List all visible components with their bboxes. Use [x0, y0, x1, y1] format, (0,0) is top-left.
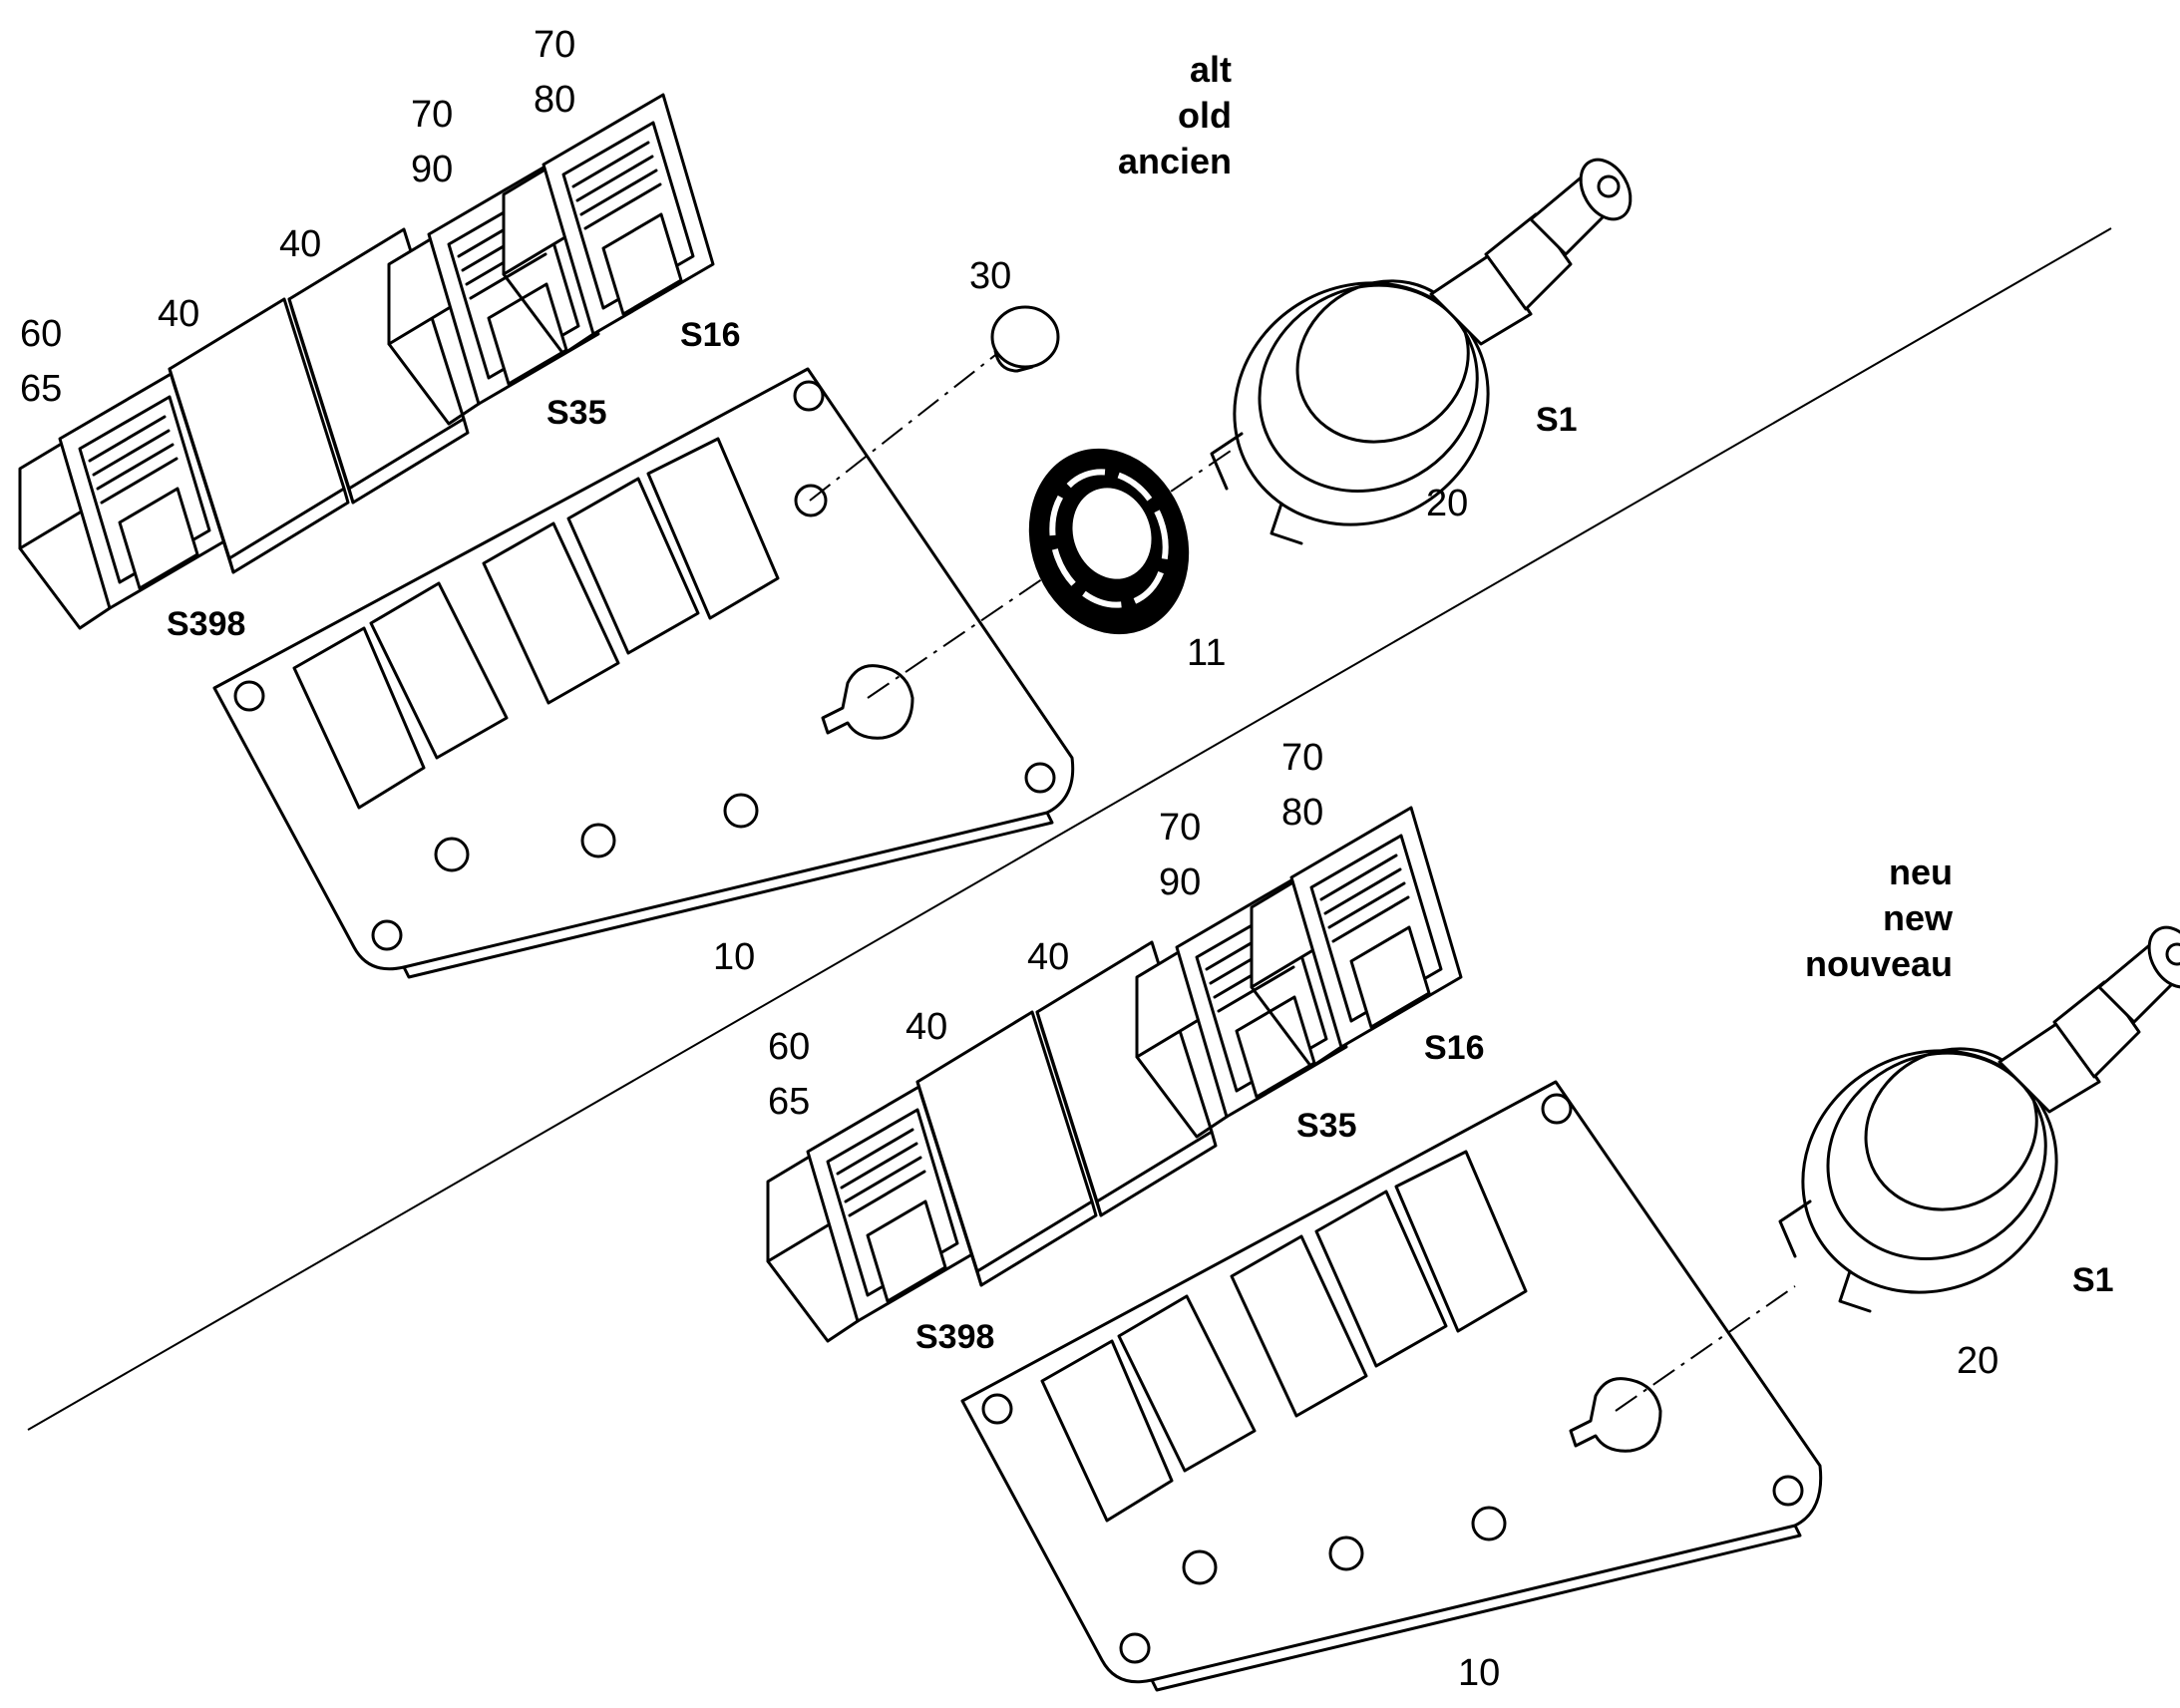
divider-line [27, 227, 2112, 1431]
new-s398-pos1: 60 [768, 1026, 810, 1068]
old-plug-label: 30 [969, 255, 1011, 297]
new-keyswitch-label: 20 [1957, 1340, 1998, 1382]
old-blank-40a-label: 40 [158, 293, 199, 335]
new-s16-pos1: 70 [1281, 737, 1323, 779]
new-variant-line2: new [1883, 897, 1954, 938]
new-s35-pos1: 70 [1159, 807, 1201, 849]
new-panel-plate [960, 1080, 1823, 1692]
old-s35-ref: S35 [546, 394, 607, 432]
new-s35-pos2: 90 [1159, 861, 1201, 903]
new-variant-line3: nouveau [1805, 943, 1953, 984]
old-s16-ref: S16 [680, 316, 741, 354]
old-s1-ref: S1 [1536, 401, 1578, 439]
old-assembly: alt old ancien 70 80 70 90 40 40 60 65 3… [18, 24, 1642, 979]
old-s398-ref: S398 [167, 605, 245, 643]
old-plug [990, 305, 1060, 373]
old-switch-s16 [502, 93, 715, 356]
new-s1-ref: S1 [2072, 1261, 2114, 1299]
old-s16-pos2: 80 [534, 79, 575, 121]
new-variant-line1: neu [1889, 852, 1953, 892]
new-blank-40b-label: 40 [1027, 936, 1069, 978]
old-s398-pos1: 60 [20, 313, 62, 355]
old-key-switch [1188, 149, 1642, 572]
new-s398-ref: S398 [915, 1318, 994, 1356]
new-assembly: neu new nouveau 70 80 70 90 40 40 60 65 … [766, 737, 2180, 1694]
old-keyswitch-label: 20 [1426, 483, 1468, 524]
new-blank-40a-label: 40 [906, 1006, 947, 1048]
new-switch-s16 [1250, 806, 1463, 1069]
old-s16-pos1: 70 [534, 24, 575, 66]
new-s16-ref: S16 [1424, 1029, 1485, 1067]
new-s35-ref: S35 [1296, 1107, 1357, 1145]
old-s398-pos2: 65 [20, 368, 62, 410]
old-variant-line1: alt [1190, 49, 1232, 90]
old-s35-pos1: 70 [411, 94, 453, 136]
old-s35-pos2: 90 [411, 149, 453, 190]
old-panel-plate [212, 367, 1075, 979]
new-s398-pos2: 65 [768, 1081, 810, 1123]
old-variant-line3: ancien [1118, 141, 1232, 181]
old-blank-40b-label: 40 [279, 223, 321, 265]
new-plate-label: 10 [1458, 1652, 1500, 1694]
new-s16-pos2: 80 [1281, 792, 1323, 834]
old-ring [1028, 448, 1190, 635]
old-ring-label: 11 [1187, 632, 1226, 674]
old-variant-line2: old [1178, 95, 1232, 136]
old-plate-label: 10 [713, 936, 755, 978]
